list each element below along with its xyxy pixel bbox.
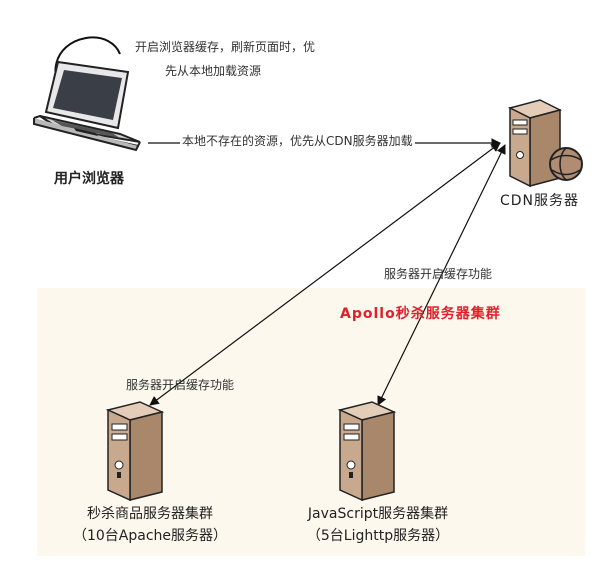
right-cache-note: 服务器开启缓存功能 [384, 267, 493, 281]
javascript-server-caption: JavaScript服务器集群 （5台Lighttp服务器） [278, 503, 478, 547]
cdn-right-server-line [377, 144, 506, 406]
javascript-server-detail: （5台Lighttp服务器） [306, 528, 450, 544]
browser-cache-note-line1: 开启浏览器缓存，刷新页面时，优 [135, 40, 316, 54]
browser-title: 用户浏览器 [54, 171, 124, 187]
seckill-server-caption: 秒杀商品服务器集群 （10台Apache服务器） [60, 503, 240, 547]
javascript-server-name: JavaScript服务器集群 [307, 506, 449, 522]
left-cache-note: 服务器开启缓存功能 [126, 378, 235, 392]
cdn-title: CDN服务器 [500, 193, 580, 209]
cluster-title: Apollo秒杀服务器集群 [340, 306, 501, 322]
seckill-server-detail: （10台Apache服务器） [72, 528, 228, 544]
seckill-server-name: 秒杀商品服务器集群 [87, 506, 213, 522]
browser-cache-note-line2: 先从本地加载资源 [165, 64, 262, 78]
cdn-fetch-note: 本地不存在的资源，优先从CDN服务器加载 [180, 132, 415, 149]
